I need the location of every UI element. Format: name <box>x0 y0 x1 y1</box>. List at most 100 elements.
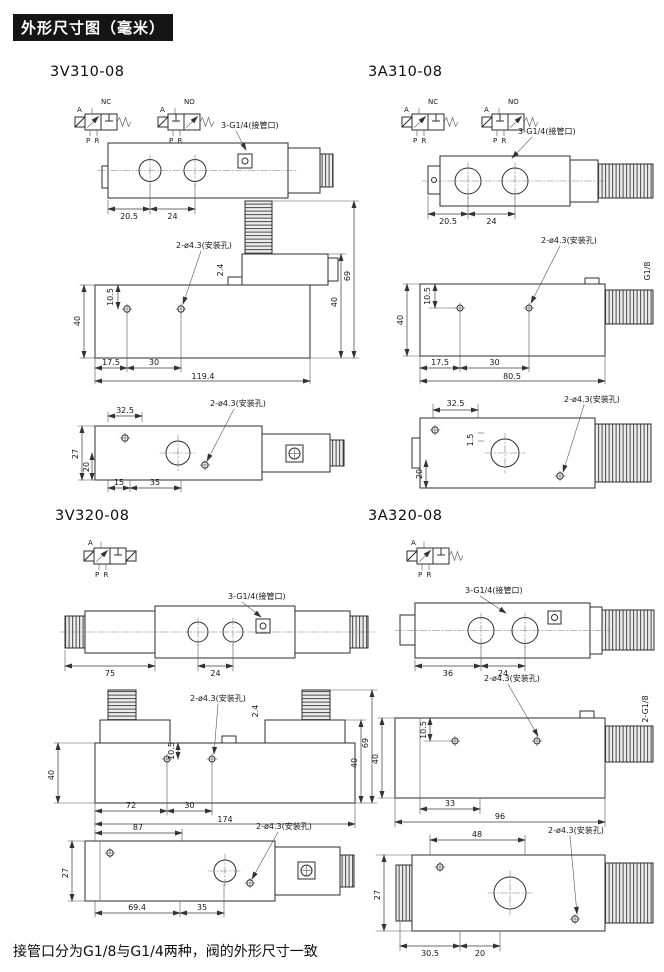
port-letter: R <box>95 137 100 145</box>
dim-label: 174 <box>217 815 232 824</box>
dim-label: 30.5 <box>421 949 439 958</box>
port-letter: P <box>86 137 90 145</box>
port-letter: P <box>95 571 99 579</box>
port-letter: A <box>404 106 409 114</box>
thread-label: 2-G1/8 <box>641 695 650 722</box>
v320-bottom-view: 2-ø4.3(安装孔) 87 27 69.4 35 <box>61 821 355 918</box>
port-letter: A <box>77 106 82 114</box>
port-letter: A <box>411 539 416 547</box>
mount-hole-label: 2-ø4.3(安装孔) <box>541 235 597 245</box>
valve-symbol-double: A P R <box>83 539 137 579</box>
a310-top-view: 3-G1/4(接管口) 20.5 24 <box>421 126 654 226</box>
port-size-label: 3-G1/4(接管口) <box>221 120 279 130</box>
dim-label: 20.5 <box>120 212 138 221</box>
port-size-label: 3-G1/4(接管口) <box>228 591 286 601</box>
v320-side-view: 2-ø4.3(安装孔) 10.5 2.4 40 40 69 72 30 174 <box>47 689 378 829</box>
dim-label: 10.5 <box>167 742 176 760</box>
symbol-label: NC <box>101 98 111 106</box>
port-letter: R <box>502 137 507 145</box>
port-letter: P <box>418 571 422 579</box>
mount-hole-label: 2-ø4.3(安装孔) <box>564 394 620 404</box>
mount-hole-label: 2-ø4.3(安装孔) <box>548 825 604 835</box>
valve-symbol-nc: NC A P R <box>401 98 459 145</box>
symbol-label: NC <box>428 98 438 106</box>
dim-label: 30 <box>184 801 194 810</box>
dim-label: 40 <box>73 316 82 326</box>
mount-hole-label: 2-ø4.3(安装孔) <box>484 673 540 683</box>
dim-label: 40 <box>330 297 339 307</box>
dim-label: 30 <box>149 358 159 367</box>
dim-label: 72 <box>126 801 136 810</box>
port-letter: A <box>88 539 93 547</box>
dim-label: 75 <box>105 669 115 678</box>
port-letter: R <box>178 137 183 145</box>
dim-label: 24 <box>210 669 220 678</box>
dim-label: 24 <box>167 212 177 221</box>
dim-label: 20 <box>475 949 485 958</box>
dim-label: 24 <box>486 217 496 226</box>
dim-label: 40 <box>350 758 359 768</box>
dim-label: 69 <box>343 271 352 281</box>
dim-label: 80.5 <box>503 372 521 381</box>
dim-label: 33 <box>445 799 455 808</box>
dim-label: 2.4 <box>251 705 260 718</box>
dim-label: 87 <box>133 823 143 832</box>
valve-symbol-single: A P R <box>406 539 464 579</box>
section-title-3v320: 3V320-08 <box>55 508 130 524</box>
dim-label: 36 <box>443 669 453 678</box>
v310-side-view: 2-ø4.3(安装孔) 2.4 10.5 40 40 69 17.5 30 11… <box>73 200 360 385</box>
port-letter: P <box>169 137 173 145</box>
dim-label: 35 <box>150 478 160 487</box>
dim-label: 30 <box>489 358 499 367</box>
port-letter: P <box>493 137 497 145</box>
dim-label: 40 <box>371 754 380 764</box>
dim-label: 20.5 <box>439 217 457 226</box>
mount-hole-label: 2-ø4.3(安装孔) <box>256 821 312 831</box>
dim-label: 69 <box>361 738 370 748</box>
dim-label: 20 <box>82 462 91 472</box>
a320-side-view: 2-ø4.3(安装孔) 2-G1/8 10.5 40 33 96 <box>371 673 654 828</box>
dim-label: 27 <box>71 449 80 459</box>
port-letter: R <box>104 571 109 579</box>
valve-symbol-no: NO A P R <box>481 98 539 145</box>
thread-label: G1/8 <box>643 261 652 280</box>
mount-hole-label: 2-ø4.3(安装孔) <box>176 240 232 250</box>
drawing-3a310-08: NC A P R NO A P R 3-G1/4(接管口) <box>396 98 654 489</box>
valve-symbol-nc: NC A P R <box>74 98 132 145</box>
section-title-3v310: 3V310-08 <box>50 64 125 80</box>
dim-label: 40 <box>396 315 405 325</box>
dim-label: 10.5 <box>106 288 115 306</box>
dim-label: 15 <box>114 478 124 487</box>
v320-top-view: 3-G1/4(接管口) 75 24 <box>59 591 375 678</box>
drawing-3a320-08: A P R 3-G1/4(接管口) 36 <box>371 539 655 958</box>
dim-label: 96 <box>495 812 505 821</box>
port-letter: R <box>427 571 432 579</box>
page-header-badge: 外形尺寸图（毫米） <box>13 14 174 41</box>
symbol-label: NO <box>508 98 519 106</box>
dim-label: 2.4 <box>216 264 225 277</box>
mount-hole-label: 2-ø4.3(安装孔) <box>190 693 246 703</box>
dim-label: 119.4 <box>192 372 215 381</box>
v310-top-view: 3-G1/4(接管口) 20.5 24 <box>97 120 334 221</box>
drawing-3v310-08: NC A P R NO A P R 3-G1/4(接管口) <box>71 98 360 493</box>
port-size-label: 3-G1/4(接管口) <box>518 126 576 136</box>
dim-label: 17.5 <box>431 358 449 367</box>
section-title-3a320: 3A320-08 <box>368 508 443 524</box>
symbol-label: NO <box>184 98 195 106</box>
port-letter: A <box>160 106 165 114</box>
footer-note: 接管口分为G1/8与G1/4两种，阀的外形尺寸一致 <box>13 944 318 960</box>
port-size-label: 3-G1/4(接管口) <box>465 585 523 595</box>
dim-label: 27 <box>61 868 70 878</box>
port-letter: A <box>484 106 489 114</box>
dim-label: 20 <box>415 469 424 479</box>
dim-label: 27 <box>373 890 382 900</box>
a320-bottom-view: 2-ø4.3(安装孔) 48 27 30.5 20 <box>373 825 654 958</box>
dim-label: 10.5 <box>419 721 428 739</box>
dim-label: 1.5 <box>466 434 475 447</box>
section-title-3a310: 3A310-08 <box>368 64 443 80</box>
dim-label: 40 <box>47 770 56 780</box>
dim-label: 24 <box>498 669 508 678</box>
dim-label: 32.5 <box>447 399 465 408</box>
v310-bottom-view: 2-ø4.3(安装孔) 32.5 27 20 15 35 <box>71 398 345 493</box>
